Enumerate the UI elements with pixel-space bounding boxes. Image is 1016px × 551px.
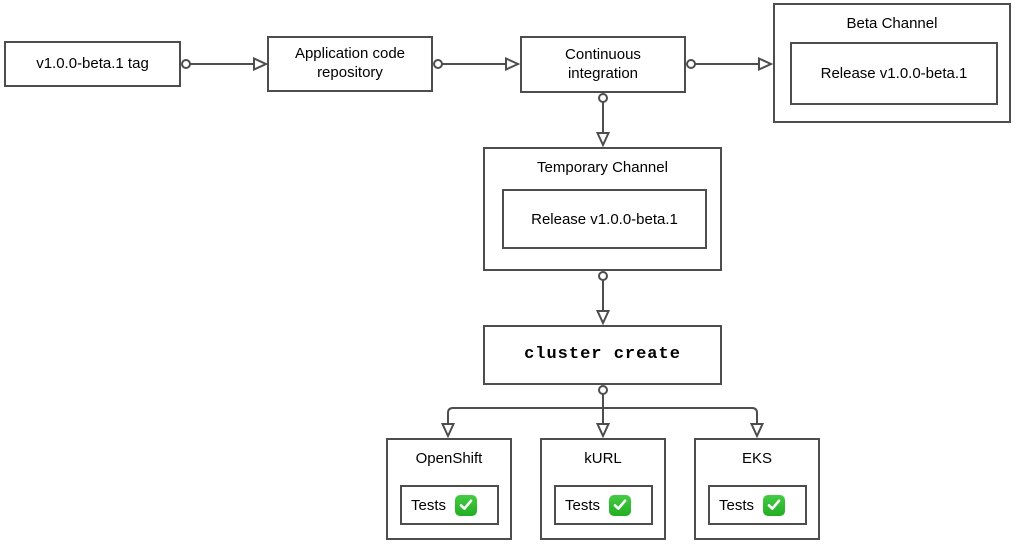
node-cluster-create: cluster create (483, 325, 722, 385)
kurl-title: kURL (584, 450, 622, 467)
temporary-channel-title: Temporary Channel (537, 159, 668, 176)
edge-tag-to-repo (181, 56, 269, 72)
node-kurl-tests: Tests (554, 485, 653, 525)
check-mark-button-icon (763, 494, 786, 516)
tests-label: Tests (411, 496, 447, 514)
node-temporary-channel: Temporary Channel Release v1.0.0-beta.1 (483, 147, 722, 271)
edge-cluster-create-branches (440, 385, 765, 439)
edge-temporary-channel-to-cluster-create (595, 271, 611, 326)
edge-ci-to-temporary-channel (595, 93, 611, 148)
node-eks-tests: Tests (708, 485, 807, 525)
node-continuous-integration: Continuous integration (520, 36, 686, 93)
node-temporary-release: Release v1.0.0-beta.1 (502, 189, 707, 249)
node-openshift-tests: Tests (400, 485, 499, 525)
check-mark-button-icon (609, 494, 632, 516)
edge-repo-to-ci (433, 56, 521, 72)
node-version-tag: v1.0.0-beta.1 tag (4, 41, 181, 87)
tests-label: Tests (565, 496, 601, 514)
node-kurl: kURL Tests (540, 438, 666, 540)
tests-label: Tests (719, 496, 755, 514)
node-eks: EKS Tests (694, 438, 820, 540)
openshift-title: OpenShift (415, 450, 483, 467)
beta-channel-title: Beta Channel (846, 15, 938, 32)
edge-ci-to-beta-channel (686, 56, 774, 72)
node-beta-release: Release v1.0.0-beta.1 (790, 42, 998, 105)
node-beta-channel: Beta Channel Release v1.0.0-beta.1 (773, 3, 1011, 123)
check-mark-button-icon (455, 494, 478, 516)
node-application-code-repository: Application code repository (267, 36, 433, 92)
node-openshift: OpenShift Tests (386, 438, 512, 540)
eks-title: EKS (741, 450, 772, 467)
